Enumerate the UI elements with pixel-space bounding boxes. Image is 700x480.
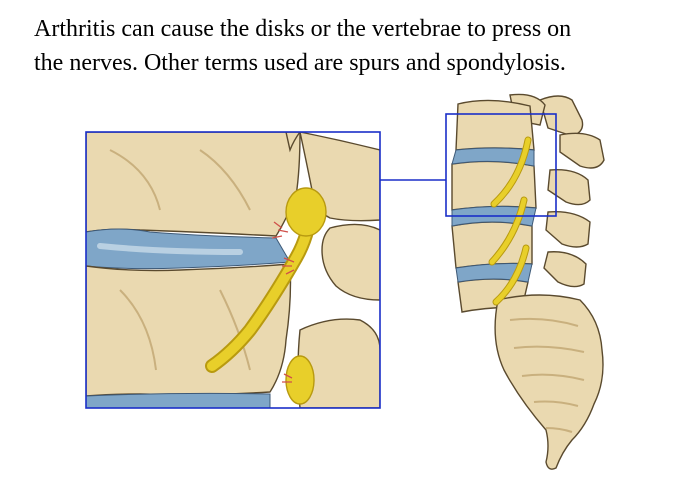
detail-region-marker xyxy=(445,113,557,217)
facet-joints xyxy=(285,132,380,408)
sacrum xyxy=(494,294,604,470)
detail-frame xyxy=(85,131,381,409)
spinous-processes xyxy=(509,93,605,288)
magnified-detail xyxy=(85,131,381,409)
caption-line-1: Arthritis can cause the disks or the ver… xyxy=(34,16,572,42)
bone-spur-inflammation xyxy=(271,221,295,383)
compressed-nerve xyxy=(205,187,327,405)
lower-vertebra xyxy=(86,263,292,397)
caption-line-2: the nerves. Other terms used are spurs a… xyxy=(34,50,566,76)
spine-overview xyxy=(445,93,605,470)
upper-vertebra xyxy=(86,132,301,237)
caption: Arthritis can cause the disks or the ver… xyxy=(34,12,674,80)
spinal-nerves xyxy=(488,136,532,306)
